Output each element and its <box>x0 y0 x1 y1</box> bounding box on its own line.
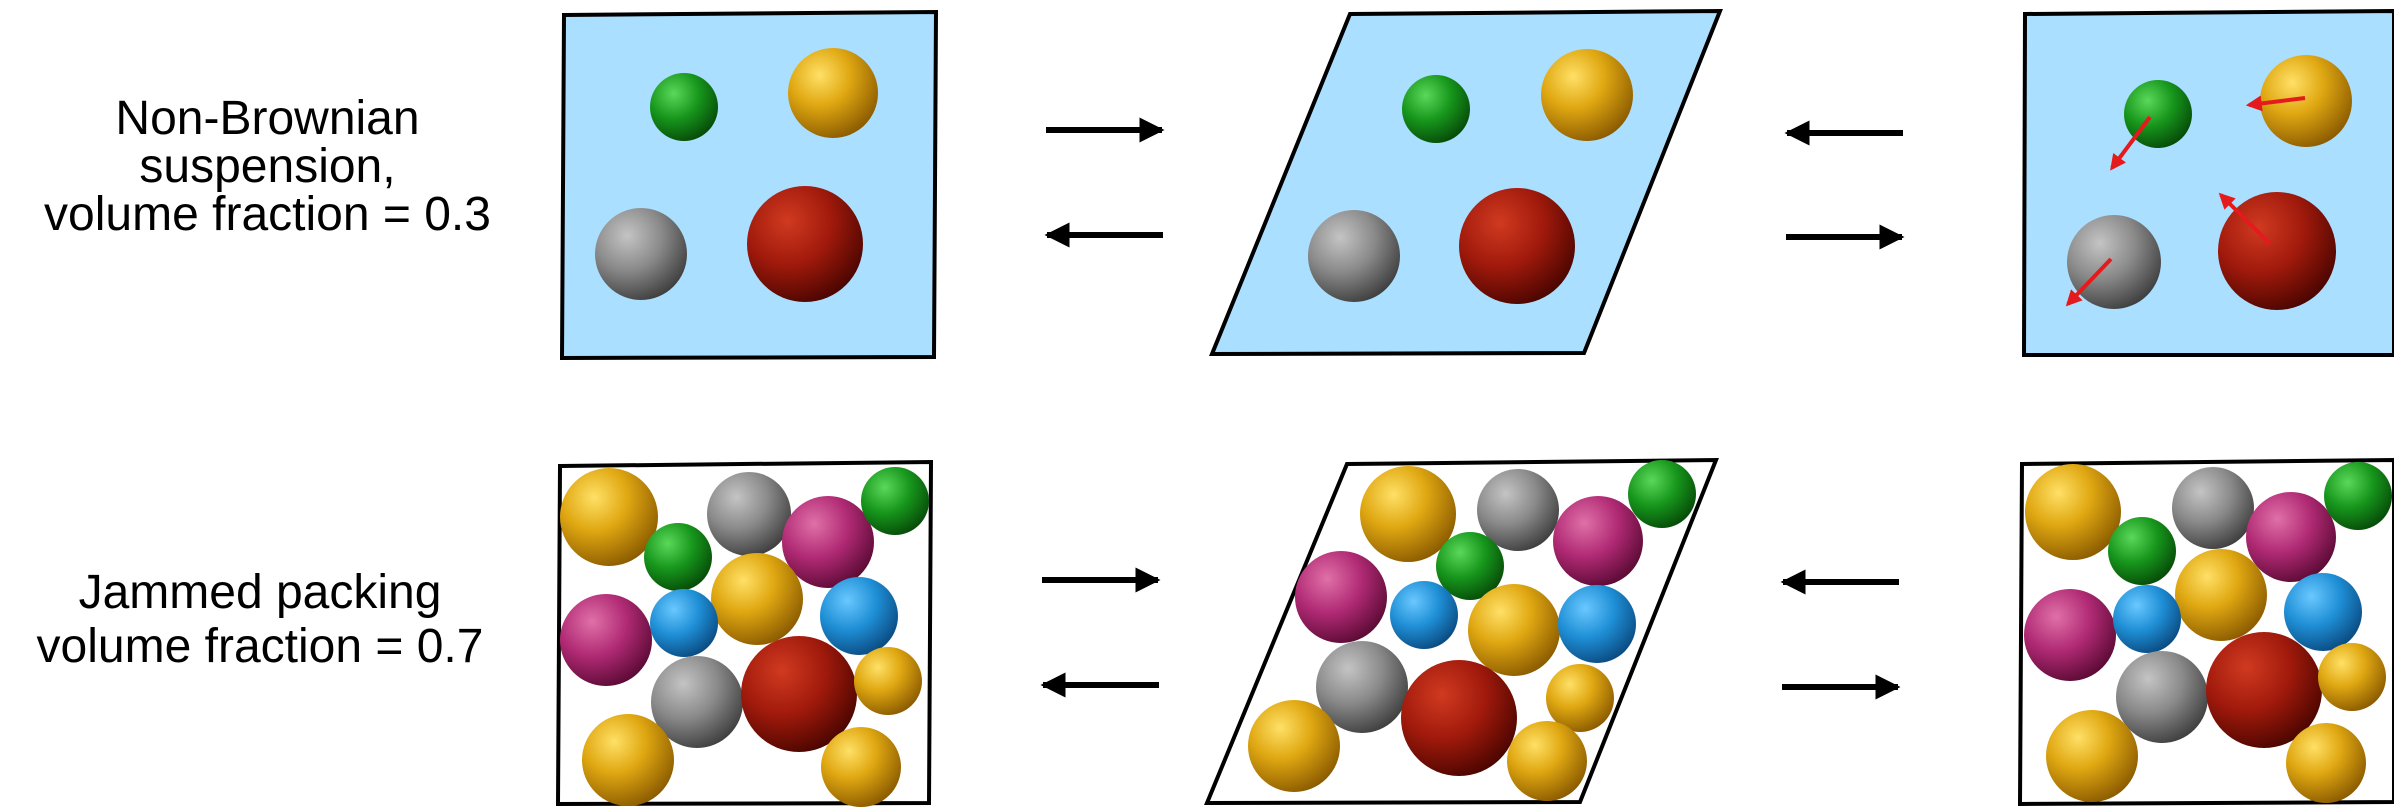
label-line: suspension, <box>139 140 396 193</box>
particle-gold <box>2175 549 2267 641</box>
particle-magenta <box>2246 492 2336 582</box>
particle-gray <box>2172 467 2254 549</box>
particle-gold <box>582 714 674 806</box>
particle-gold <box>1546 664 1614 732</box>
particle-blue <box>2284 573 2362 651</box>
particle-blue <box>1390 581 1458 649</box>
particle-magenta <box>1295 551 1387 643</box>
particle-magenta <box>2024 589 2116 681</box>
force-arrow-icon <box>2245 95 2306 112</box>
particle-red <box>2206 632 2322 748</box>
particle-red <box>741 636 857 752</box>
particle-gray <box>2067 215 2161 309</box>
particle-blue <box>2113 585 2181 653</box>
force-arrow-icon <box>2065 257 2113 307</box>
particle-gray <box>2116 651 2208 743</box>
particle-blue <box>820 577 898 655</box>
particle-blue <box>650 589 718 657</box>
label-line: Jammed packing <box>78 566 442 619</box>
jammed-panel-sheared <box>1204 457 1719 806</box>
particle-green <box>1628 460 1696 528</box>
particle-green <box>2108 517 2176 585</box>
particle-gray <box>1316 641 1408 733</box>
particle-green <box>1402 75 1470 143</box>
particle-gray <box>1477 469 1559 551</box>
particle-gold <box>2046 710 2138 802</box>
particle-red <box>747 186 863 302</box>
fluid-box <box>2021 8 2394 357</box>
row-label-suspension: Non-Brownian suspension, volume fraction… <box>0 95 535 239</box>
particle-magenta <box>560 594 652 686</box>
particle-gold <box>711 553 803 645</box>
suspension-panel-sheared <box>1209 8 1723 357</box>
force-arrow-icon <box>2218 192 2272 246</box>
jammed-panel-initial <box>555 459 934 807</box>
suspension-panel-initial <box>559 9 939 361</box>
particle-gold <box>2286 723 2366 803</box>
particle-green <box>644 523 712 591</box>
suspension-panel-relaxed <box>2021 8 2394 357</box>
particle-green <box>2324 462 2392 530</box>
particle-gold <box>2318 643 2386 711</box>
particle-green <box>650 73 718 141</box>
particle-magenta <box>1553 496 1643 586</box>
particle-red <box>1459 188 1575 304</box>
particle-magenta <box>782 496 874 588</box>
particle-gold <box>1468 584 1560 676</box>
particle-red <box>1401 660 1517 776</box>
particle-green <box>1436 532 1504 600</box>
fluid-box <box>1209 8 1723 357</box>
particle-gold <box>2025 464 2121 560</box>
particle-gold <box>788 48 878 138</box>
row-label-jammed: Jammed packing volume fraction = 0.7 <box>0 566 520 674</box>
particle-gold <box>1360 466 1456 562</box>
force-arrow-icon <box>2110 115 2152 171</box>
particle-gray <box>595 208 687 300</box>
jammed-panel-relaxed <box>2017 457 2394 807</box>
particle-gold <box>821 727 901 807</box>
particle-gold <box>1541 49 1633 141</box>
particle-gold <box>1248 700 1340 792</box>
label-line: volume fraction = 0.3 <box>44 188 491 241</box>
particle-gold <box>560 468 658 566</box>
particle-gold <box>2260 55 2352 147</box>
particle-gray <box>1308 210 1400 302</box>
particle-green <box>861 467 929 535</box>
particle-blue <box>1558 585 1636 663</box>
fluid-box <box>559 9 939 361</box>
particle-gray <box>651 656 743 748</box>
particle-gray <box>707 472 791 556</box>
label-line: volume fraction = 0.7 <box>36 619 484 673</box>
label-line: Non-Brownian <box>115 92 420 145</box>
particle-gold <box>1507 721 1587 801</box>
particle-gold <box>854 647 922 715</box>
